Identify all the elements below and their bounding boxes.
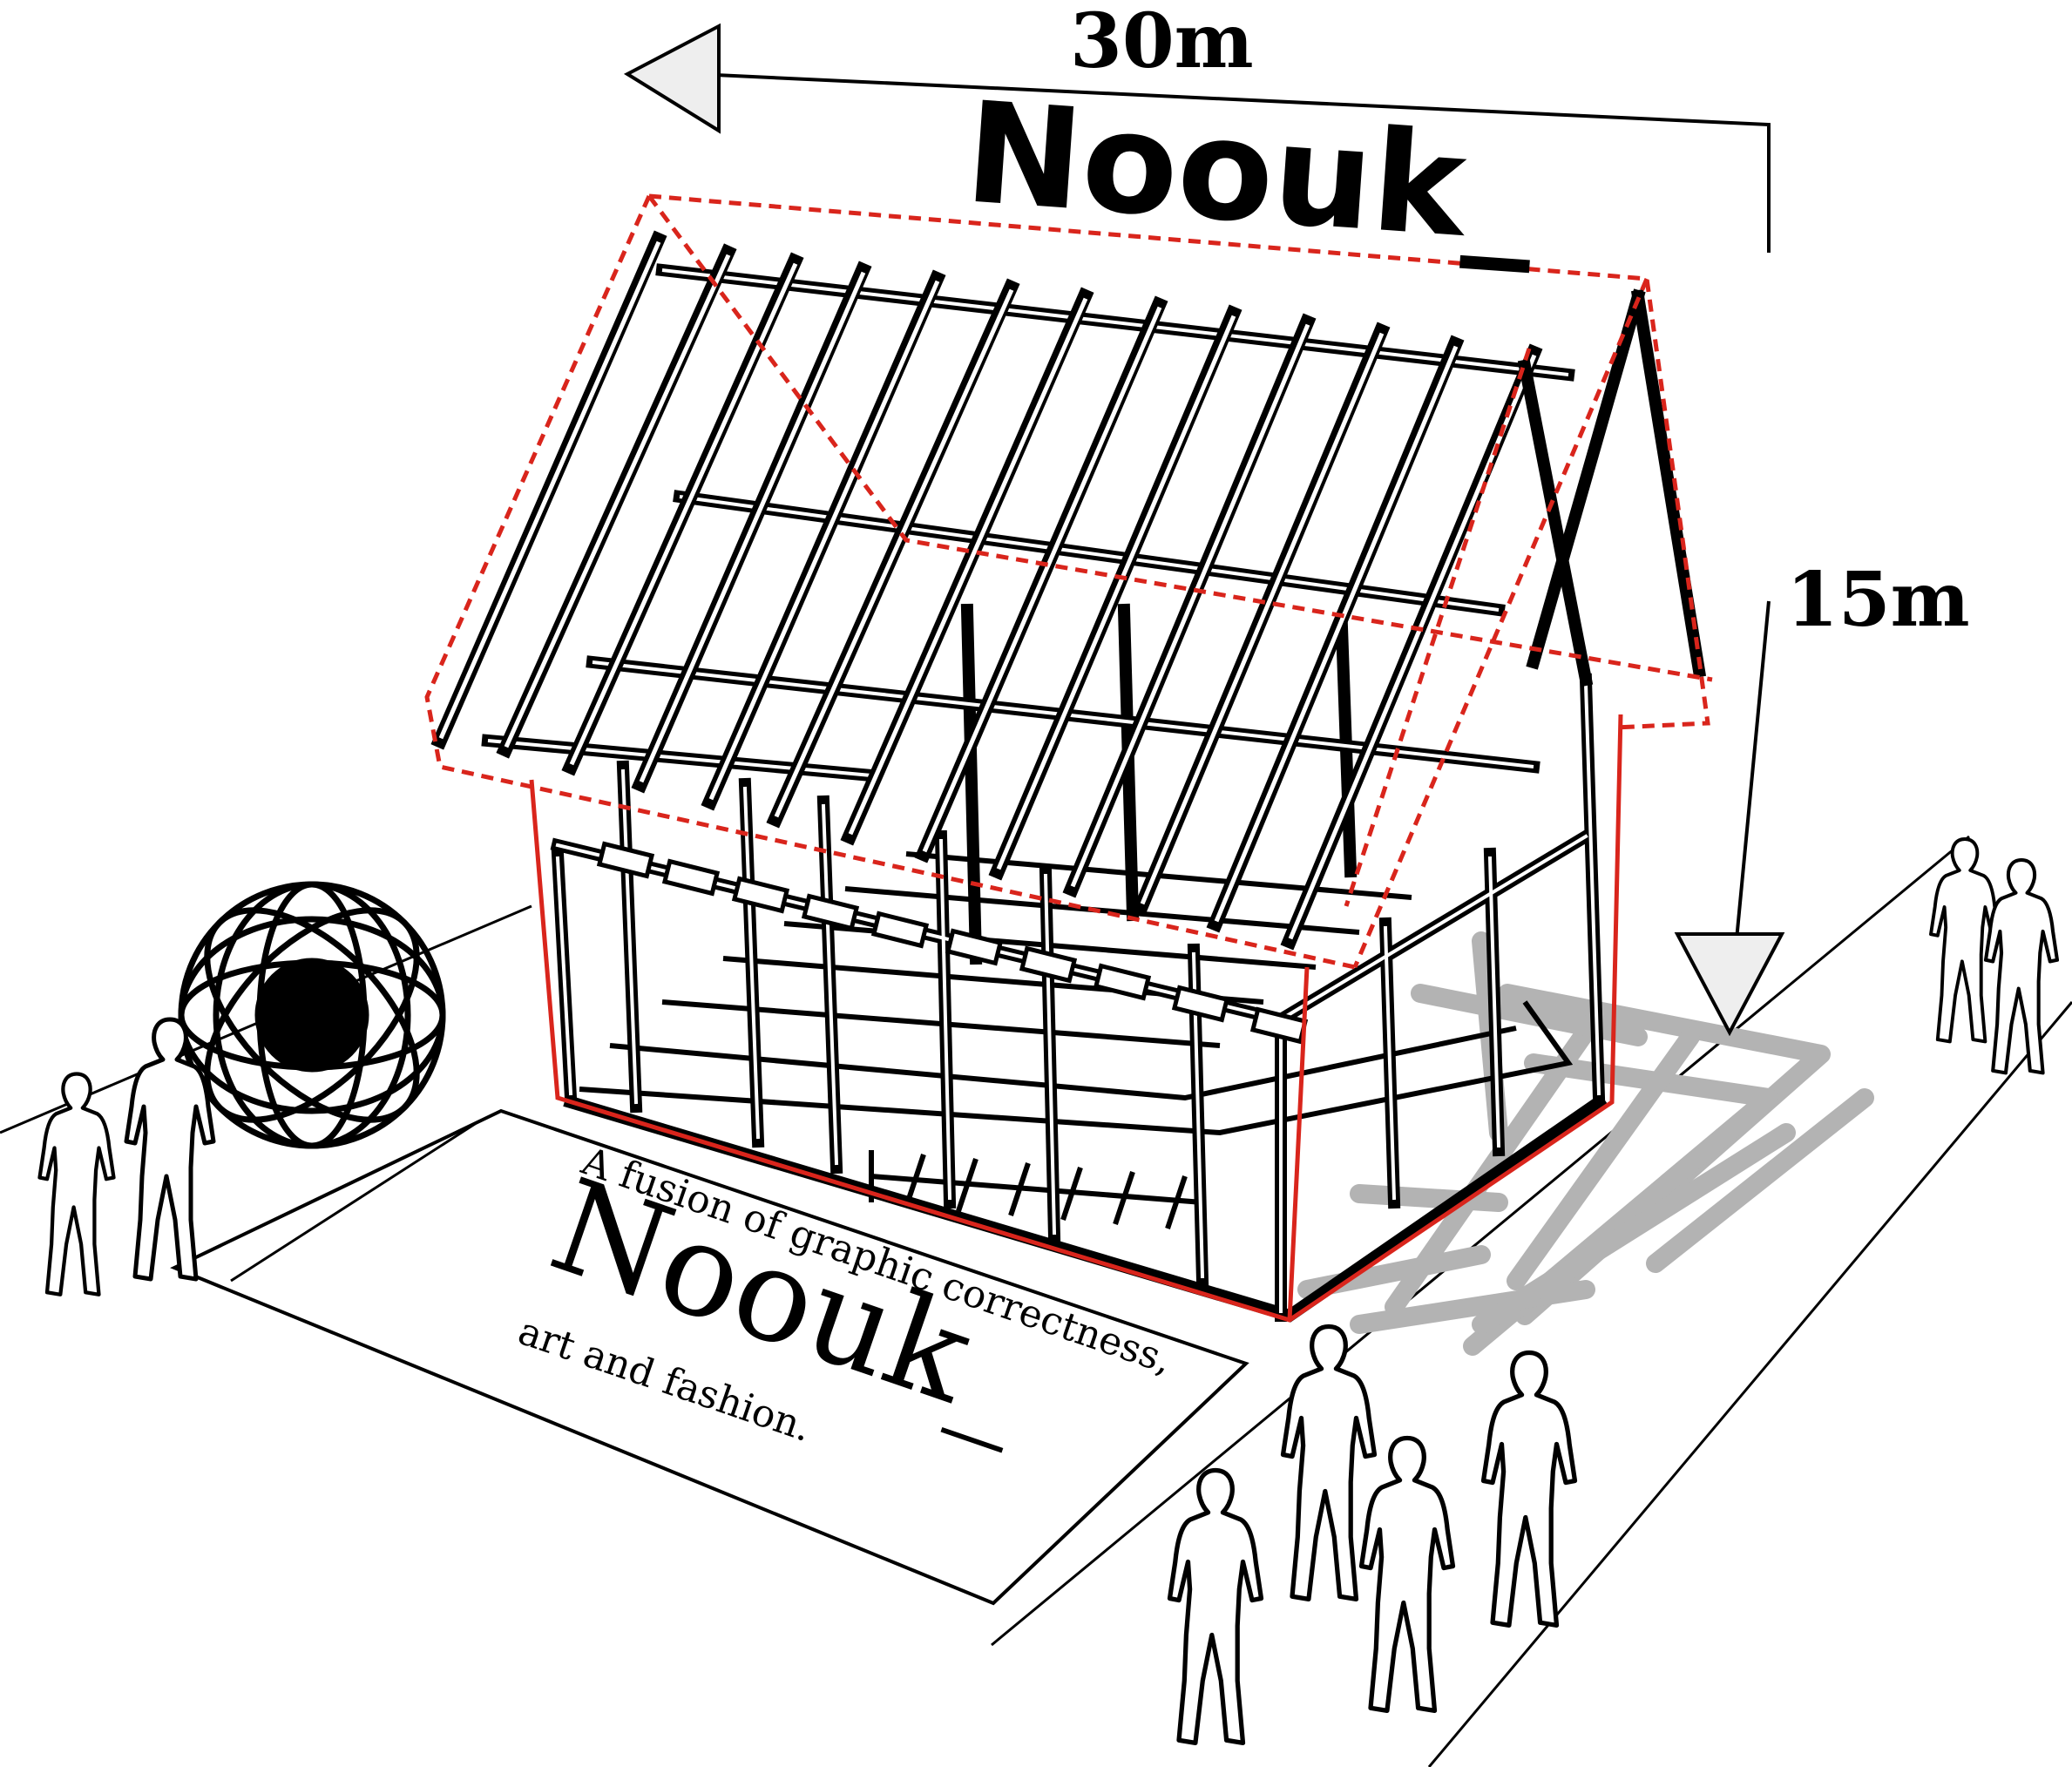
- roof-purlins: [481, 263, 1575, 782]
- width-arrow-icon: [623, 23, 721, 134]
- dimension-lines: [696, 72, 1771, 968]
- visitor-figure: [1986, 860, 2057, 1073]
- wall-envelope: [529, 714, 1623, 1323]
- roof-rafters-highlight: [438, 240, 1537, 940]
- visitor-figure: [1484, 1353, 1575, 1626]
- visitor-figure: [40, 1074, 114, 1295]
- visitor-figure: [1170, 1471, 1262, 1743]
- visitor-figure: [126, 1019, 213, 1279]
- width-dimension-label: 30m: [1070, 0, 1254, 85]
- gable-end: [1517, 288, 1707, 687]
- floor-deck: [579, 851, 1574, 1229]
- visitor-figure: [1362, 1439, 1453, 1711]
- height-arrow-icon: [1674, 932, 1785, 1037]
- brand-title: Noouk_: [960, 71, 1540, 273]
- info-slab: [170, 1108, 1249, 1606]
- roof-purlins-highlight: [487, 268, 1569, 777]
- height-dimension-label: 15m: [1786, 556, 1970, 644]
- roof-envelope-dashed: [424, 193, 1713, 970]
- geodesic-sphere: [178, 881, 446, 1149]
- beam-blocks: [596, 841, 1309, 1045]
